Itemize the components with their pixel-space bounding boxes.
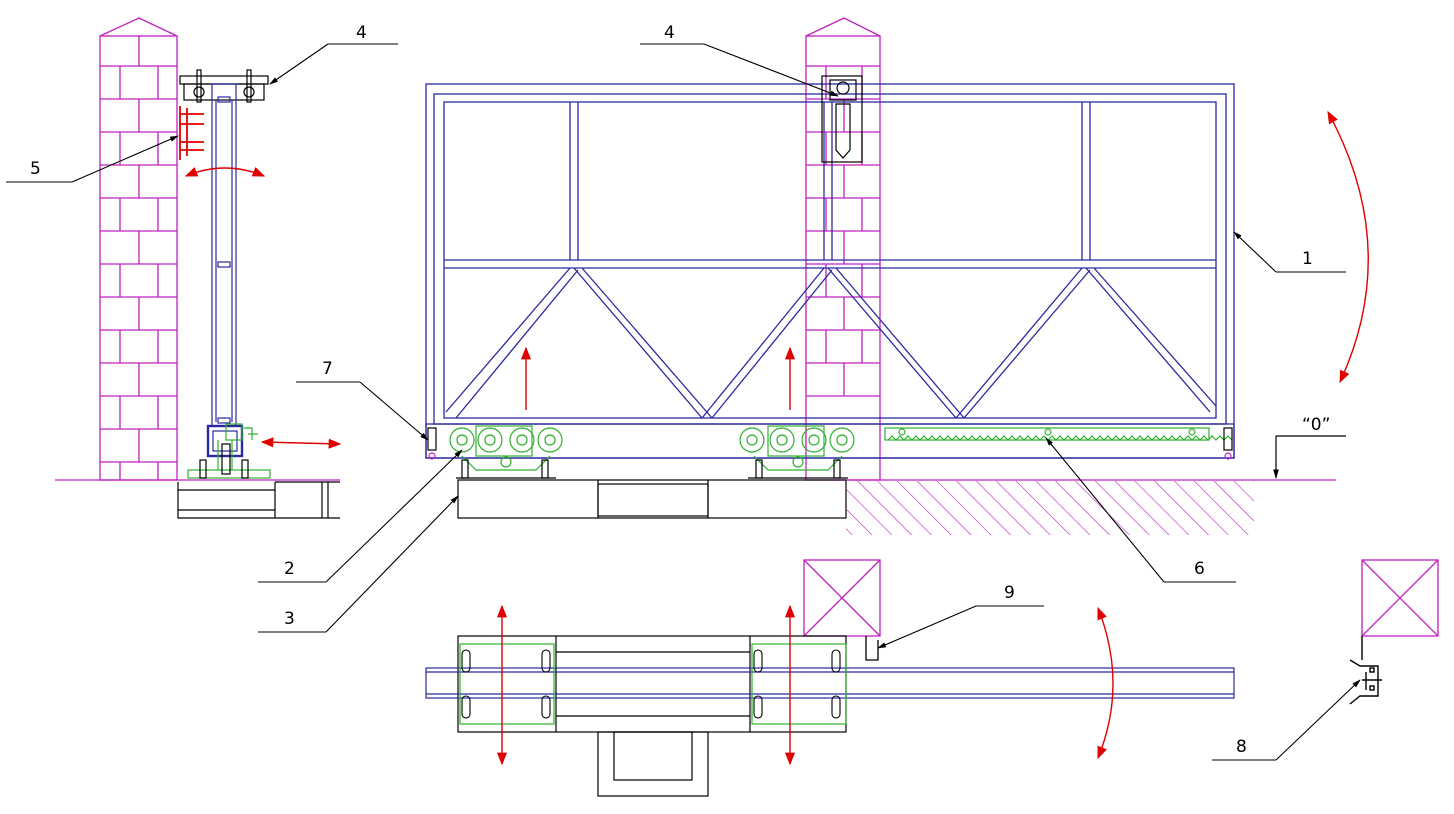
label-1: 1 [1302, 249, 1313, 269]
plan-carriages [459, 643, 847, 725]
plan-post-middle [803, 559, 881, 637]
label-8: 8 [1236, 737, 1247, 757]
wall-bracket-5 [179, 106, 204, 160]
label-2: 2 [284, 559, 295, 579]
gear-rack [884, 427, 1233, 441]
side-swing-arrow [184, 167, 266, 177]
side-view [55, 17, 342, 519]
left-brick-pillar [99, 17, 178, 481]
soil-hatch [846, 481, 1254, 535]
label-3: 3 [284, 609, 295, 629]
leader-lines [6, 43, 1361, 761]
label-5: 5 [30, 159, 41, 179]
plan-base [457, 635, 847, 797]
roller-carriage-left [449, 425, 563, 479]
label-7: 7 [322, 359, 333, 379]
plan-view [425, 559, 1439, 797]
label-4-left: 4 [356, 23, 367, 43]
plan-slots [461, 649, 841, 719]
label-9: 9 [1004, 583, 1015, 603]
front-view: “0” [425, 17, 1369, 535]
roller-carriage-right [739, 425, 855, 479]
bottom-carriage-side [187, 423, 271, 479]
gate-frame [425, 83, 1235, 459]
side-lateral-arrow [260, 437, 342, 449]
label-6: 6 [1194, 559, 1205, 579]
front-swing-arrow [1327, 110, 1369, 384]
catcher-8 [1349, 636, 1382, 705]
zero-level-label: “0” [1302, 415, 1330, 435]
label-4-top: 4 [664, 23, 675, 43]
zero-level-mark [1273, 435, 1346, 479]
plan-post-right [1361, 559, 1439, 637]
stopper-9 [865, 636, 879, 661]
foundation [457, 479, 847, 519]
top-guide-roller [821, 75, 863, 163]
channel-base-section [177, 481, 340, 519]
side-bolts [199, 443, 249, 479]
plan-swing-arrow [1097, 606, 1114, 760]
gate-profile-vertical [206, 83, 244, 458]
